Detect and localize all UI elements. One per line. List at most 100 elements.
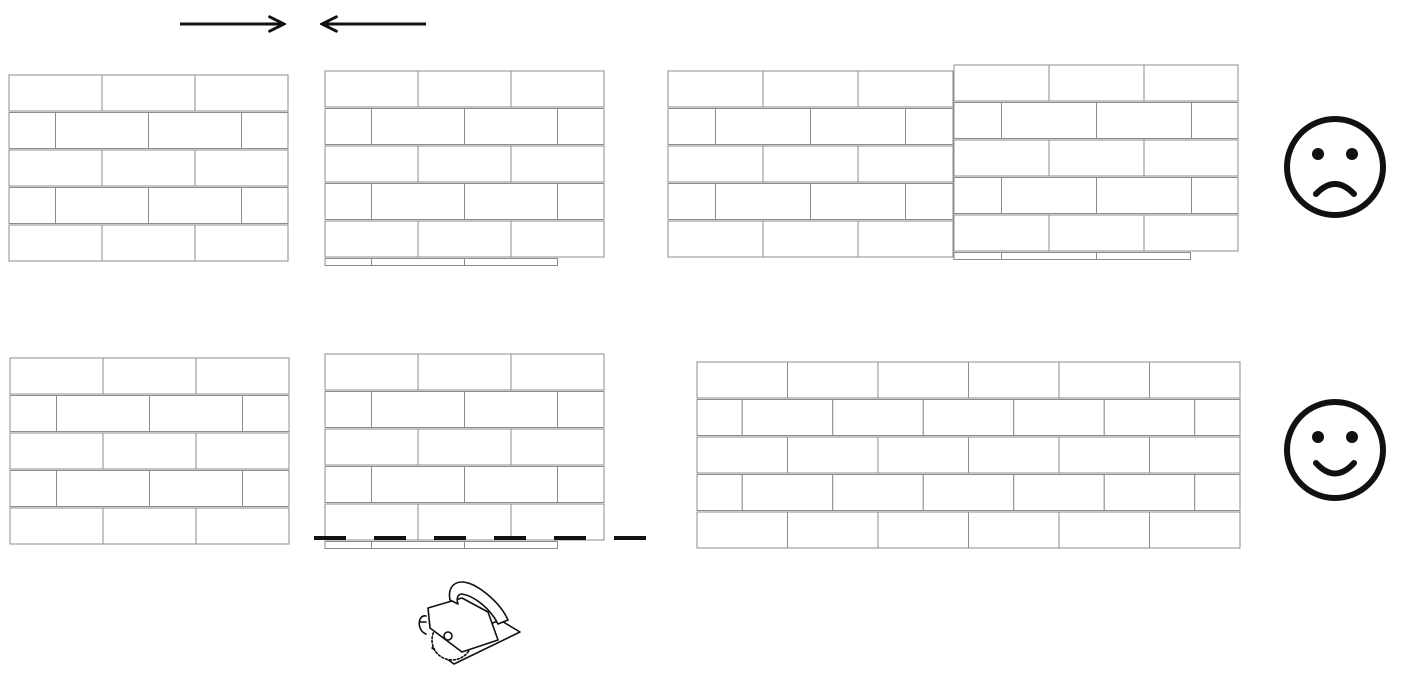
brick: [1097, 103, 1192, 139]
brick: [9, 150, 102, 186]
brick: [1192, 178, 1239, 214]
brick: [788, 362, 879, 398]
brick: [923, 400, 1014, 436]
brick: [511, 354, 604, 390]
brick: [923, 475, 1014, 511]
brick: [149, 188, 242, 224]
brick: [558, 467, 605, 503]
brick: [668, 146, 763, 182]
brick: [558, 184, 605, 220]
brick: [1014, 475, 1105, 511]
brick: [1192, 103, 1239, 139]
brick: [1195, 475, 1240, 511]
brick: [858, 146, 953, 182]
half-brick: [10, 396, 57, 432]
brick: [668, 221, 763, 257]
brick: [511, 71, 604, 107]
brick: [195, 75, 288, 111]
brick: [668, 71, 763, 107]
partial-brick: [1002, 253, 1097, 260]
brick: [372, 467, 465, 503]
brick: [1002, 103, 1097, 139]
brick: [325, 354, 418, 390]
brick: [418, 429, 511, 465]
brick: [1104, 475, 1195, 511]
brick: [954, 140, 1049, 176]
brick: [833, 475, 924, 511]
brick: [742, 400, 833, 436]
brick: [511, 221, 604, 257]
brick: [195, 225, 288, 261]
brick: [56, 188, 149, 224]
brick: [878, 362, 969, 398]
brick: [858, 221, 953, 257]
brick: [906, 184, 954, 220]
brick: [418, 221, 511, 257]
brick: [969, 512, 1060, 548]
partial-brick: [465, 542, 558, 549]
brick: [372, 392, 465, 428]
brick: [858, 71, 953, 107]
brick: [418, 71, 511, 107]
half-brick: [325, 184, 372, 220]
brick: [57, 471, 150, 507]
brick: [1144, 215, 1238, 251]
partial-brick: [1097, 253, 1191, 260]
brick: [811, 109, 906, 145]
brick: [1059, 437, 1150, 473]
brick: [1059, 362, 1150, 398]
happy-face-icon: [1287, 402, 1383, 498]
brick: [969, 437, 1060, 473]
half-brick: [697, 400, 742, 436]
brick: [10, 358, 103, 394]
brick: [788, 437, 879, 473]
brick: [558, 392, 605, 428]
brick: [742, 475, 833, 511]
brick: [1049, 140, 1144, 176]
brick: [103, 433, 196, 469]
partial-brick: [325, 542, 372, 549]
half-brick: [325, 467, 372, 503]
brick: [325, 504, 418, 540]
brick: [969, 362, 1060, 398]
brick: [196, 508, 289, 544]
brick: [1049, 65, 1144, 101]
brick: [511, 429, 604, 465]
brick: [878, 437, 969, 473]
half-brick: [9, 113, 56, 149]
brick: [1059, 512, 1150, 548]
brick: [1150, 437, 1241, 473]
brick: [878, 512, 969, 548]
brick: [9, 225, 102, 261]
brick: [195, 150, 288, 186]
brick: [1150, 362, 1241, 398]
brick: [242, 188, 289, 224]
brick: [811, 184, 906, 220]
brick: [10, 433, 103, 469]
brick: [1195, 400, 1240, 436]
circular-saw-icon: [419, 582, 520, 664]
brick: [103, 508, 196, 544]
brick: [1150, 512, 1241, 548]
brick: [243, 471, 290, 507]
partial-brick: [372, 259, 465, 266]
brick: [196, 358, 289, 394]
brick: [511, 146, 604, 182]
brick: [10, 508, 103, 544]
brick: [150, 396, 243, 432]
brick: [558, 109, 605, 145]
brick: [56, 113, 149, 149]
brick: [57, 396, 150, 432]
brick: [697, 512, 788, 548]
half-brick: [954, 178, 1002, 214]
partial-brick: [372, 542, 465, 549]
brick: [954, 215, 1049, 251]
brick: [1014, 400, 1105, 436]
brick: [242, 113, 289, 149]
half-brick: [668, 109, 716, 145]
half-brick: [954, 103, 1002, 139]
brick: [1049, 215, 1144, 251]
brick: [102, 225, 195, 261]
partial-brick: [325, 259, 372, 266]
